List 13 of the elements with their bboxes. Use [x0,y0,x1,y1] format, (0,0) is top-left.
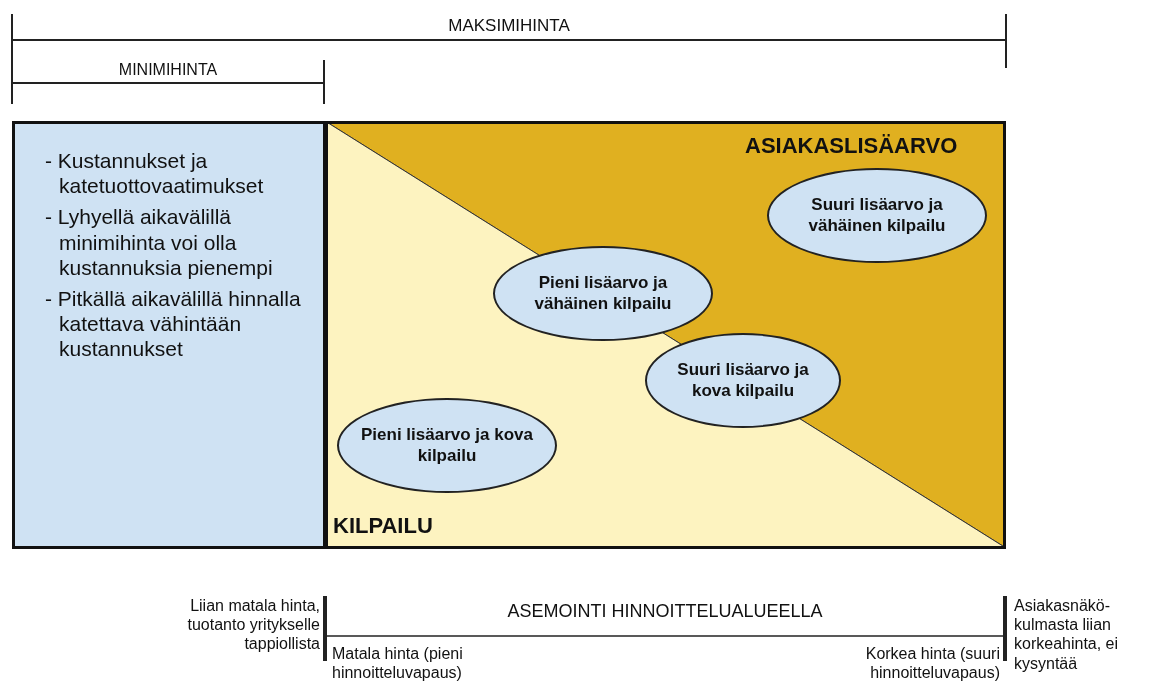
axis-end-label: Matala hinta (pieni hinnoitteluvapaus) [332,644,464,683]
region-title: ASIAKASLISÄARVO [745,133,958,159]
note-text: Asiakasnäkö-kulmasta liian korkeahinta, ei kysyntää [1014,596,1120,673]
note-text: Liian matala hinta, tuotanto yritykselle tappiollista [186,596,320,654]
dimension-label: MINIMIHINTA [117,60,219,80]
bullet-text: - Kustannukset ja katetuottovaatimukset [45,148,265,199]
bullet-text: - Pitkällä aikavälillä hinnalla katettava vähintään kustannukset [45,285,302,362]
region-title: KILPAILU [333,513,433,539]
bullet-text: - Lyhyellä aikavälillä minimihinta voi olla kustannuksia pienempi [45,204,274,280]
axis-end-label: Korkea hinta (suuri hinnoitteluvapaus) [864,644,1000,683]
info-panel [12,121,326,549]
axis-title: ASEMOINTI HINNOITTELUALUEELLA [506,601,824,623]
dimension-label: MAKSIMIHINTA [447,16,571,37]
